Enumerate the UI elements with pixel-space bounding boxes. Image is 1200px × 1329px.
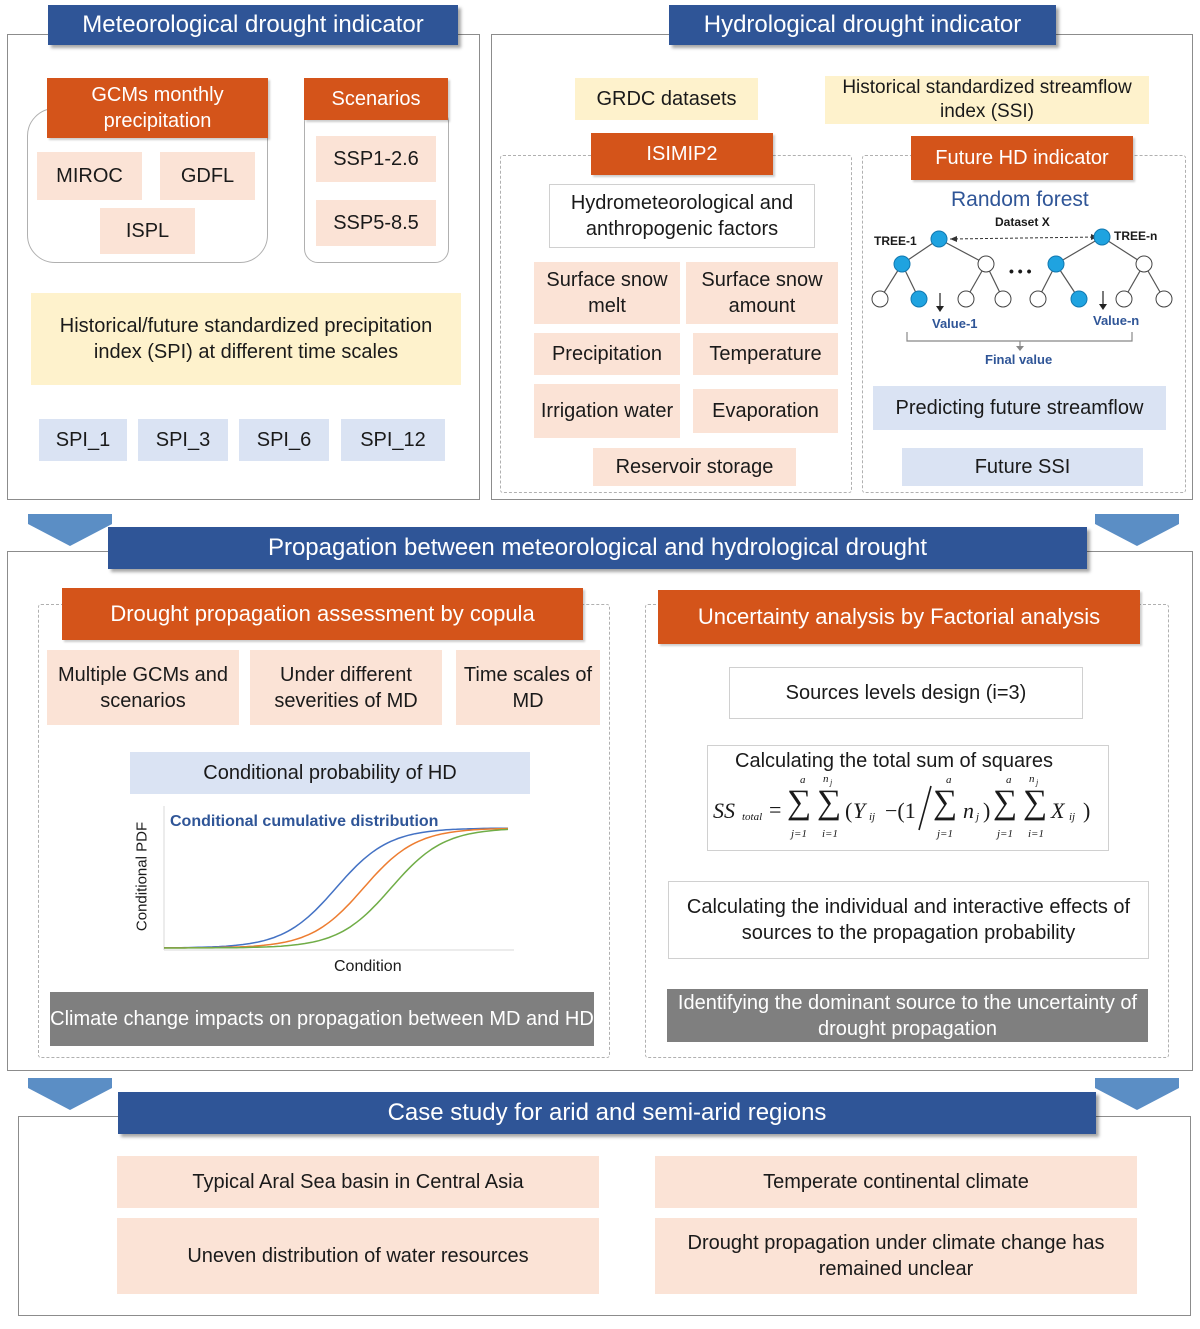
predict-box: Predicting future streamflow (873, 386, 1166, 430)
rf-dataset-label: Dataset X (995, 215, 1050, 229)
formula-sum-2: ∑ (817, 784, 842, 821)
cond-prob-box: Conditional probability of HD (130, 752, 530, 794)
rf-value1-label: Value-1 (932, 316, 978, 331)
formula-sum-1: ∑ (787, 784, 812, 821)
formula-sum-4-top: a (1006, 774, 1012, 786)
spi-6: SPI_6 (239, 419, 329, 461)
formula-open: ( (845, 798, 853, 823)
gcm-gdfl: GDFL (160, 152, 255, 200)
cdf-chart: Conditional cumulative distribution Cond… (130, 800, 524, 960)
formula-y: Y (853, 798, 866, 823)
formula-total: total (742, 811, 763, 823)
step-effects: Calculating the individual and interacti… (668, 881, 1149, 959)
impacts-box: Climate change impacts on propagation be… (50, 992, 594, 1046)
formula-sum-5-top: n (1029, 773, 1035, 785)
formula-sum-1-top: a (800, 774, 806, 786)
copula-header: Drought propagation assessment by copula (62, 588, 583, 640)
big-arrow-right-1 (1095, 514, 1179, 546)
factor-reservoir: Reservoir storage (593, 448, 796, 486)
formula-sum-3: ∑ (933, 784, 958, 821)
rf-valuen-label: Value-n (1093, 313, 1140, 328)
gcm-ispl: ISPL (100, 208, 195, 254)
prop-title: Propagation between meteorological and h… (108, 527, 1087, 569)
formula-n-sub: j (976, 811, 980, 823)
big-arrow-right-2 (1095, 1078, 1179, 1110)
spi-3: SPI_3 (138, 419, 228, 461)
factor-snow-amount: Surface snow amount (686, 262, 838, 324)
spi-12: SPI_12 (341, 419, 445, 461)
rf-final-label: Final value (985, 352, 1053, 367)
case-title: Case study for arid and semi-arid region… (118, 1092, 1096, 1134)
factor-precipitation: Precipitation (534, 333, 680, 375)
factor-evaporation: Evaporation (693, 389, 838, 433)
future-hd-header: Future HD indicator (911, 136, 1133, 180)
formula-ss: SS (713, 798, 735, 823)
cdf-ylabel: Conditional PDF (133, 821, 151, 932)
formula-sum-5: ∑ (1023, 784, 1048, 821)
grdc-box: GRDC datasets (575, 78, 758, 120)
formula-eq: = (769, 797, 782, 822)
step-total-ss: Calculating the total sum of squares (735, 750, 1053, 772)
scenario-ssp126: SSP1-2.6 (316, 136, 436, 182)
big-arrow-left-2 (28, 1078, 112, 1110)
factor-snow-melt: Surface snow melt (534, 262, 680, 324)
formula-n: n (963, 798, 974, 823)
formula-sum-2-bottom: i=1 (822, 828, 838, 840)
cdf-curve-1 (164, 827, 508, 949)
rf-ellipsis: • • • (1009, 263, 1032, 279)
formula-sum-4-bottom: j=1 (997, 828, 1013, 840)
case-item-aral: Typical Aral Sea basin in Central Asia (117, 1156, 599, 1208)
hyd-title: Hydrological drought indicator (669, 5, 1056, 45)
case-item-water: Uneven distribution of water resources (117, 1218, 599, 1294)
formula-y-sub: ij (869, 811, 876, 823)
cdf-title: Conditional cumulative distribution (170, 813, 439, 830)
future-ssi-box: Future SSI (902, 448, 1143, 486)
input-gcms: Multiple GCMs and scenarios (47, 650, 239, 725)
formula-slash (918, 785, 932, 831)
formula-sum-5-bottom: i=1 (1028, 828, 1044, 840)
scenario-header: Scenarios (304, 78, 448, 120)
formula-x: X (1051, 798, 1065, 823)
spi-box: Historical/future standardized precipita… (31, 293, 461, 385)
formula-sum-3-bottom: j=1 (937, 828, 953, 840)
uncertainty-header: Uncertainty analysis by Factorial analys… (658, 590, 1140, 644)
met-title: Meteorological drought indicator (48, 5, 458, 45)
gcm-header: GCMs monthly precipitation (47, 78, 268, 138)
ss-formula: SS total = ∑ a j=1 ∑ n j i=1 ( Y ij −(1 … (707, 773, 1109, 848)
formula-close-2: ) (1083, 798, 1091, 823)
formula-close-1: ) (983, 798, 991, 823)
cdf-xlabel: Condition (334, 958, 402, 975)
isimip-header: ISIMIP2 (591, 133, 773, 175)
rf-title: Random forest (951, 188, 1089, 211)
scenario-ssp585: SSP5-8.5 (316, 200, 436, 246)
step-dominant: Identifying the dominant source to the u… (667, 989, 1148, 1042)
formula-minus: −(1 (885, 798, 916, 823)
rf-tree1-label: TREE-1 (874, 234, 917, 248)
formula-sum-3-top: a (946, 774, 952, 786)
cdf-curve-3 (164, 828, 509, 949)
random-forest-diagram (871, 228, 1173, 351)
step-sources: Sources levels design (i=3) (729, 667, 1083, 719)
input-severities: Under different severities of MD (250, 650, 442, 725)
formula-sum-5-top-sub: j (1036, 778, 1039, 787)
ss-box (707, 745, 1109, 851)
rf-treen-label: TREE-n (1114, 229, 1158, 243)
big-arrow-left-1 (28, 514, 112, 546)
factor-temperature: Temperature (693, 333, 838, 375)
formula-sum-2-top-sub: j (830, 778, 833, 787)
ssi-box: Historical standardized streamflow index… (825, 76, 1149, 124)
formula-sum-1-bottom: j=1 (791, 828, 807, 840)
factors-box: Hydrometeorological and anthropogenic fa… (549, 184, 815, 248)
spi-1: SPI_1 (39, 419, 127, 461)
formula-x-sub: ij (1069, 811, 1076, 823)
cdf-chart-svg (163, 806, 514, 951)
case-item-climate: Temperate continental climate (655, 1156, 1137, 1208)
case-item-unclear: Drought propagation under climate change… (655, 1218, 1137, 1294)
formula-sum-2-top: n (823, 773, 829, 785)
gcm-miroc: MIROC (37, 152, 142, 200)
formula-sum-4: ∑ (993, 784, 1018, 821)
factor-irrigation: Irrigation water (534, 384, 680, 438)
input-timescales: Time scales of MD (456, 650, 600, 725)
